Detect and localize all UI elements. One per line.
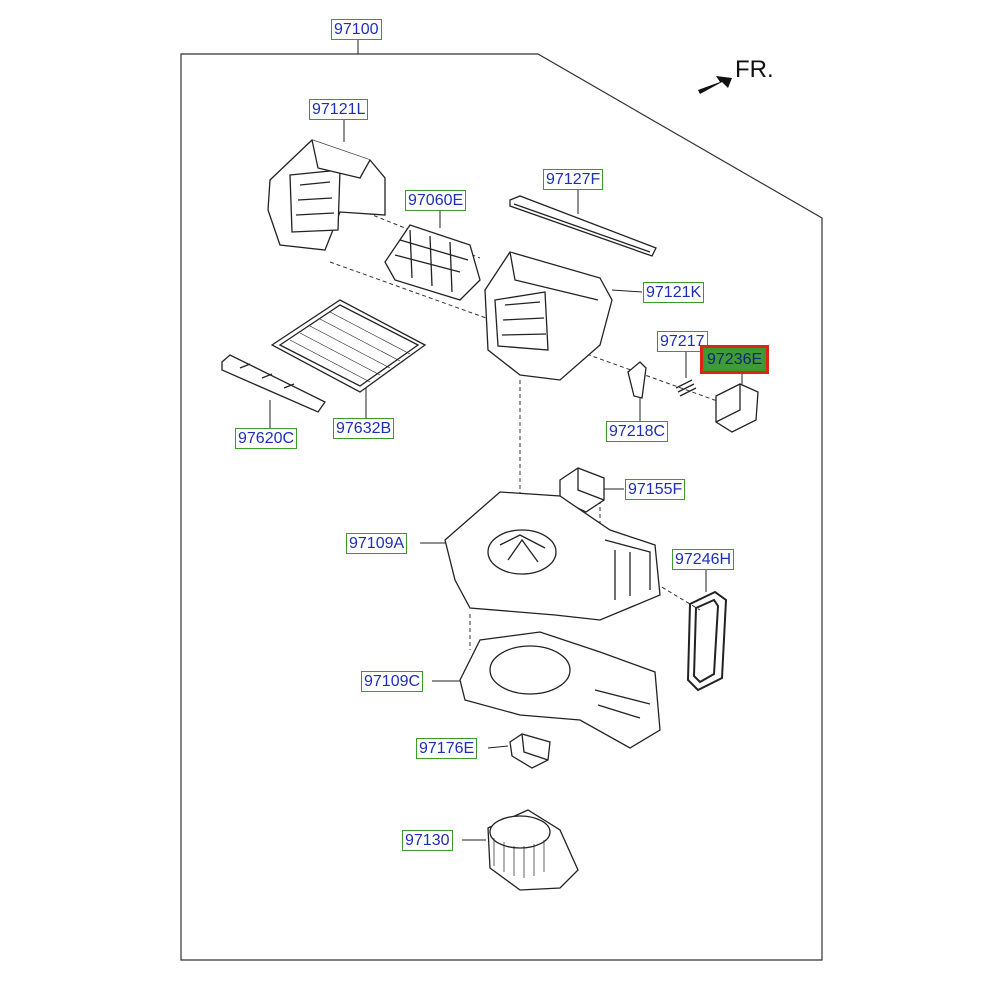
part-label-97130[interactable]: 97130 — [402, 830, 453, 851]
control-module-part — [559, 467, 605, 513]
part-label-97632b[interactable]: 97632B — [333, 418, 395, 439]
part-label-97236e-selected[interactable]: 97236E — [699, 345, 770, 374]
part-label-97218c[interactable]: 97218C — [606, 421, 669, 442]
blower-case-lower-part — [459, 631, 661, 749]
part-label-97620c[interactable]: 97620C — [235, 428, 298, 449]
front-direction-label: FR. — [735, 56, 774, 83]
link-lever-part — [627, 361, 647, 399]
part-label-97109a[interactable]: 97109A — [346, 533, 408, 554]
blower-case-upper-part — [444, 491, 661, 621]
blower-motor-part — [487, 809, 579, 891]
cabin-filter-part — [270, 299, 427, 393]
door-part — [384, 224, 481, 301]
resistor-part — [509, 733, 551, 769]
part-label-97121k[interactable]: 97121K — [643, 282, 705, 303]
part-label-97100[interactable]: 97100 — [331, 19, 382, 40]
part-label-97127f[interactable]: 97127F — [543, 169, 604, 190]
part-label-97217[interactable]: 97217 — [657, 331, 708, 352]
gasket-part — [686, 590, 728, 692]
spring-part — [675, 379, 697, 397]
diagram-frame — [180, 53, 823, 961]
case-right-part — [484, 251, 613, 381]
actuator-part — [715, 383, 759, 433]
seal-strip-part — [509, 195, 657, 257]
front-arrow-icon — [698, 76, 732, 94]
leader-lines — [269, 38, 743, 841]
part-label-97060e[interactable]: 97060E — [405, 190, 467, 211]
part-label-97176e[interactable]: 97176E — [416, 738, 478, 759]
case-left-part — [267, 139, 386, 251]
part-label-97109c[interactable]: 97109C — [361, 671, 424, 692]
part-label-97121l[interactable]: 97121L — [309, 99, 369, 120]
filter-cover-part — [221, 354, 326, 413]
part-label-97246h[interactable]: 97246H — [672, 549, 735, 570]
part-label-97155f[interactable]: 97155F — [625, 479, 686, 500]
